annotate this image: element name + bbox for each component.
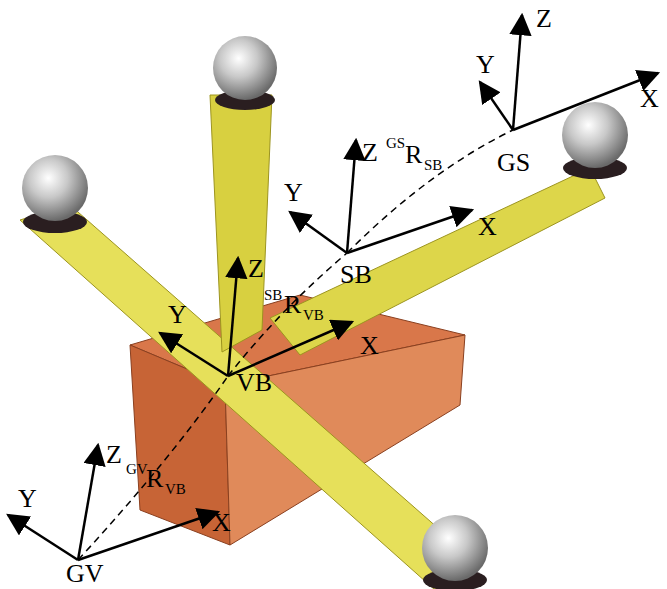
axis-label: X	[360, 333, 379, 359]
axis-label: GV	[66, 561, 104, 587]
axis-label: X	[212, 510, 231, 536]
axis-label: GS	[497, 150, 530, 176]
axis-label: R	[146, 466, 163, 492]
axis-label: VB	[236, 370, 272, 396]
frame-index: GV	[126, 462, 148, 477]
frame-index: SB	[264, 288, 282, 303]
yellow-bars	[20, 95, 605, 589]
axis-label: Y	[284, 180, 303, 206]
axis-label: Z	[106, 442, 122, 468]
frame-index: GS	[386, 136, 405, 151]
frame-index: VB	[165, 482, 186, 497]
axis-label: Z	[536, 6, 552, 32]
axis-label: Z	[248, 256, 264, 282]
axis-label: X	[640, 86, 659, 112]
axis-label: X	[478, 214, 497, 240]
axis-label: Y	[168, 302, 187, 328]
transform-dashes	[78, 130, 513, 560]
axis-label: R	[284, 292, 301, 318]
coordinate-axes	[8, 15, 658, 560]
axis-label: SB	[340, 262, 372, 288]
marker-spheres	[22, 36, 628, 589]
axis-label: R	[405, 142, 422, 168]
frame-index: VB	[303, 308, 324, 323]
frame-index: SB	[424, 158, 442, 173]
axis-label: Y	[476, 52, 495, 78]
axis-label: Y	[18, 486, 37, 512]
axis-label: Z	[362, 140, 378, 166]
